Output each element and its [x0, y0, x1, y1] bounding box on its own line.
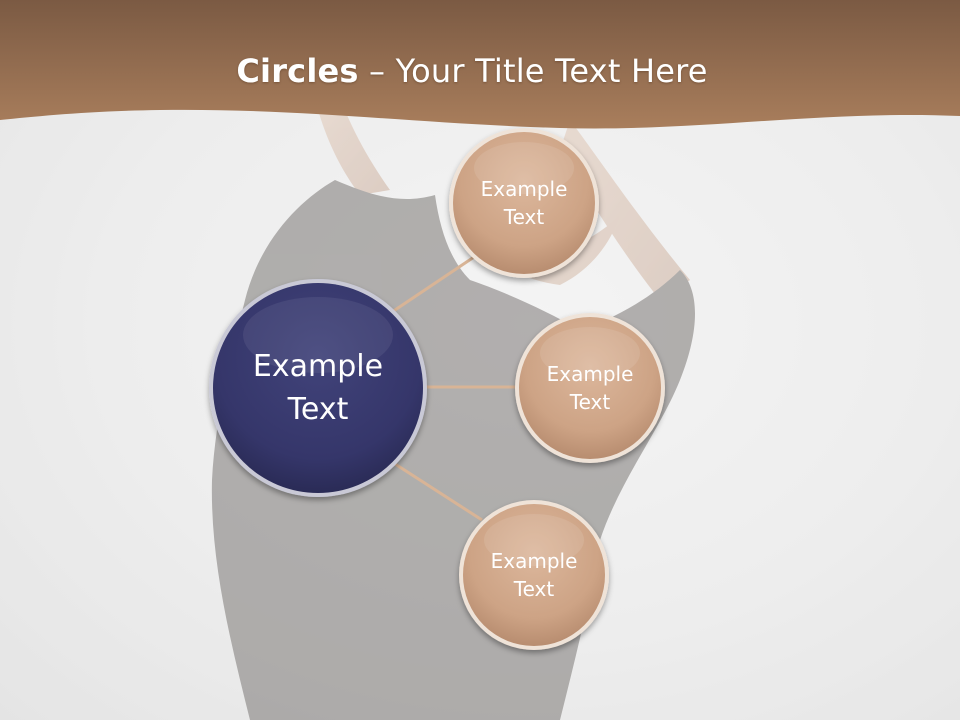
- connector-line-top: [391, 253, 478, 314]
- satellite-2-label: Example Text: [546, 362, 634, 414]
- satellite-circle-1: [449, 128, 599, 278]
- center-label: Example Text: [252, 348, 384, 428]
- title-rest: – Your Title Text Here: [358, 52, 708, 90]
- header-band: [0, 0, 960, 129]
- slide-title: Circles – Your Title Text Here: [0, 52, 944, 90]
- satellite-1-label: Example Text: [480, 177, 568, 229]
- satellite-circle-2: [515, 313, 665, 463]
- connector-line-bottom: [391, 460, 483, 522]
- title-bold: Circles: [236, 52, 359, 90]
- satellite-circle-3: [459, 500, 609, 650]
- center-circle: [209, 279, 427, 497]
- satellite-3-label: Example Text: [490, 549, 578, 601]
